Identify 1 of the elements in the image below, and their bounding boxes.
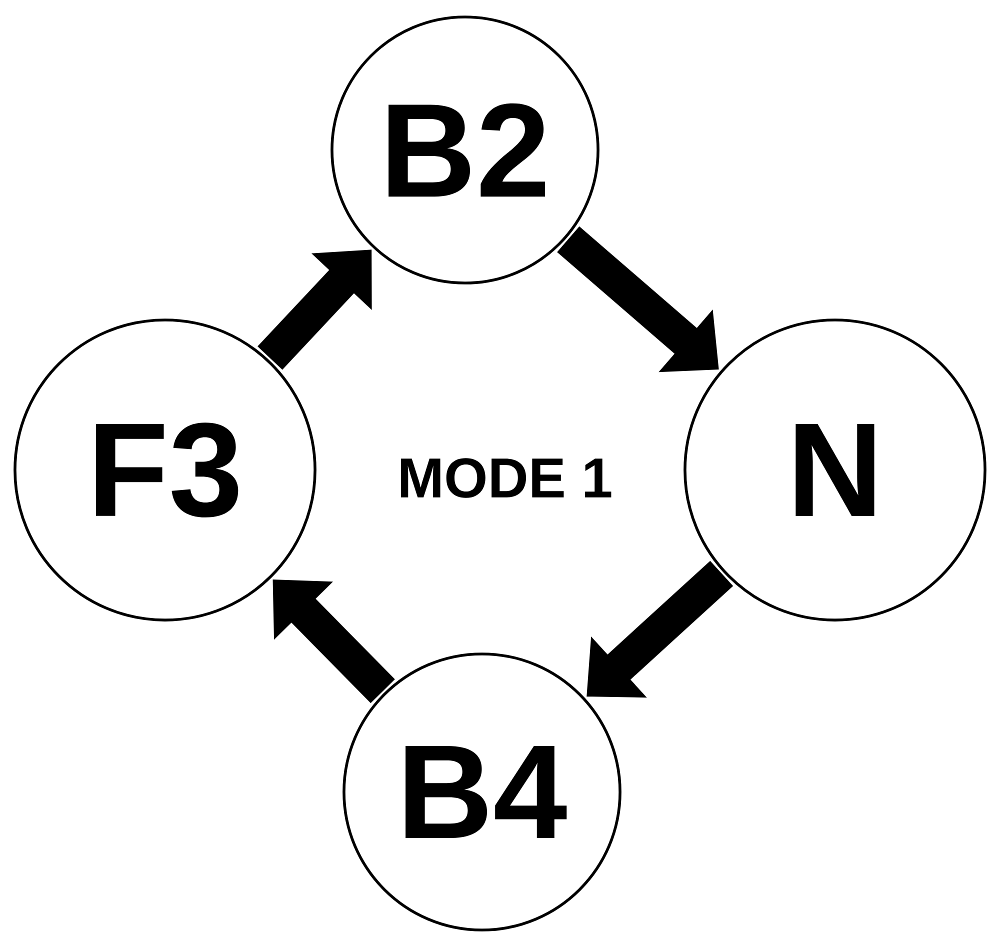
mode-label: MODE 1 (400, 458, 612, 498)
